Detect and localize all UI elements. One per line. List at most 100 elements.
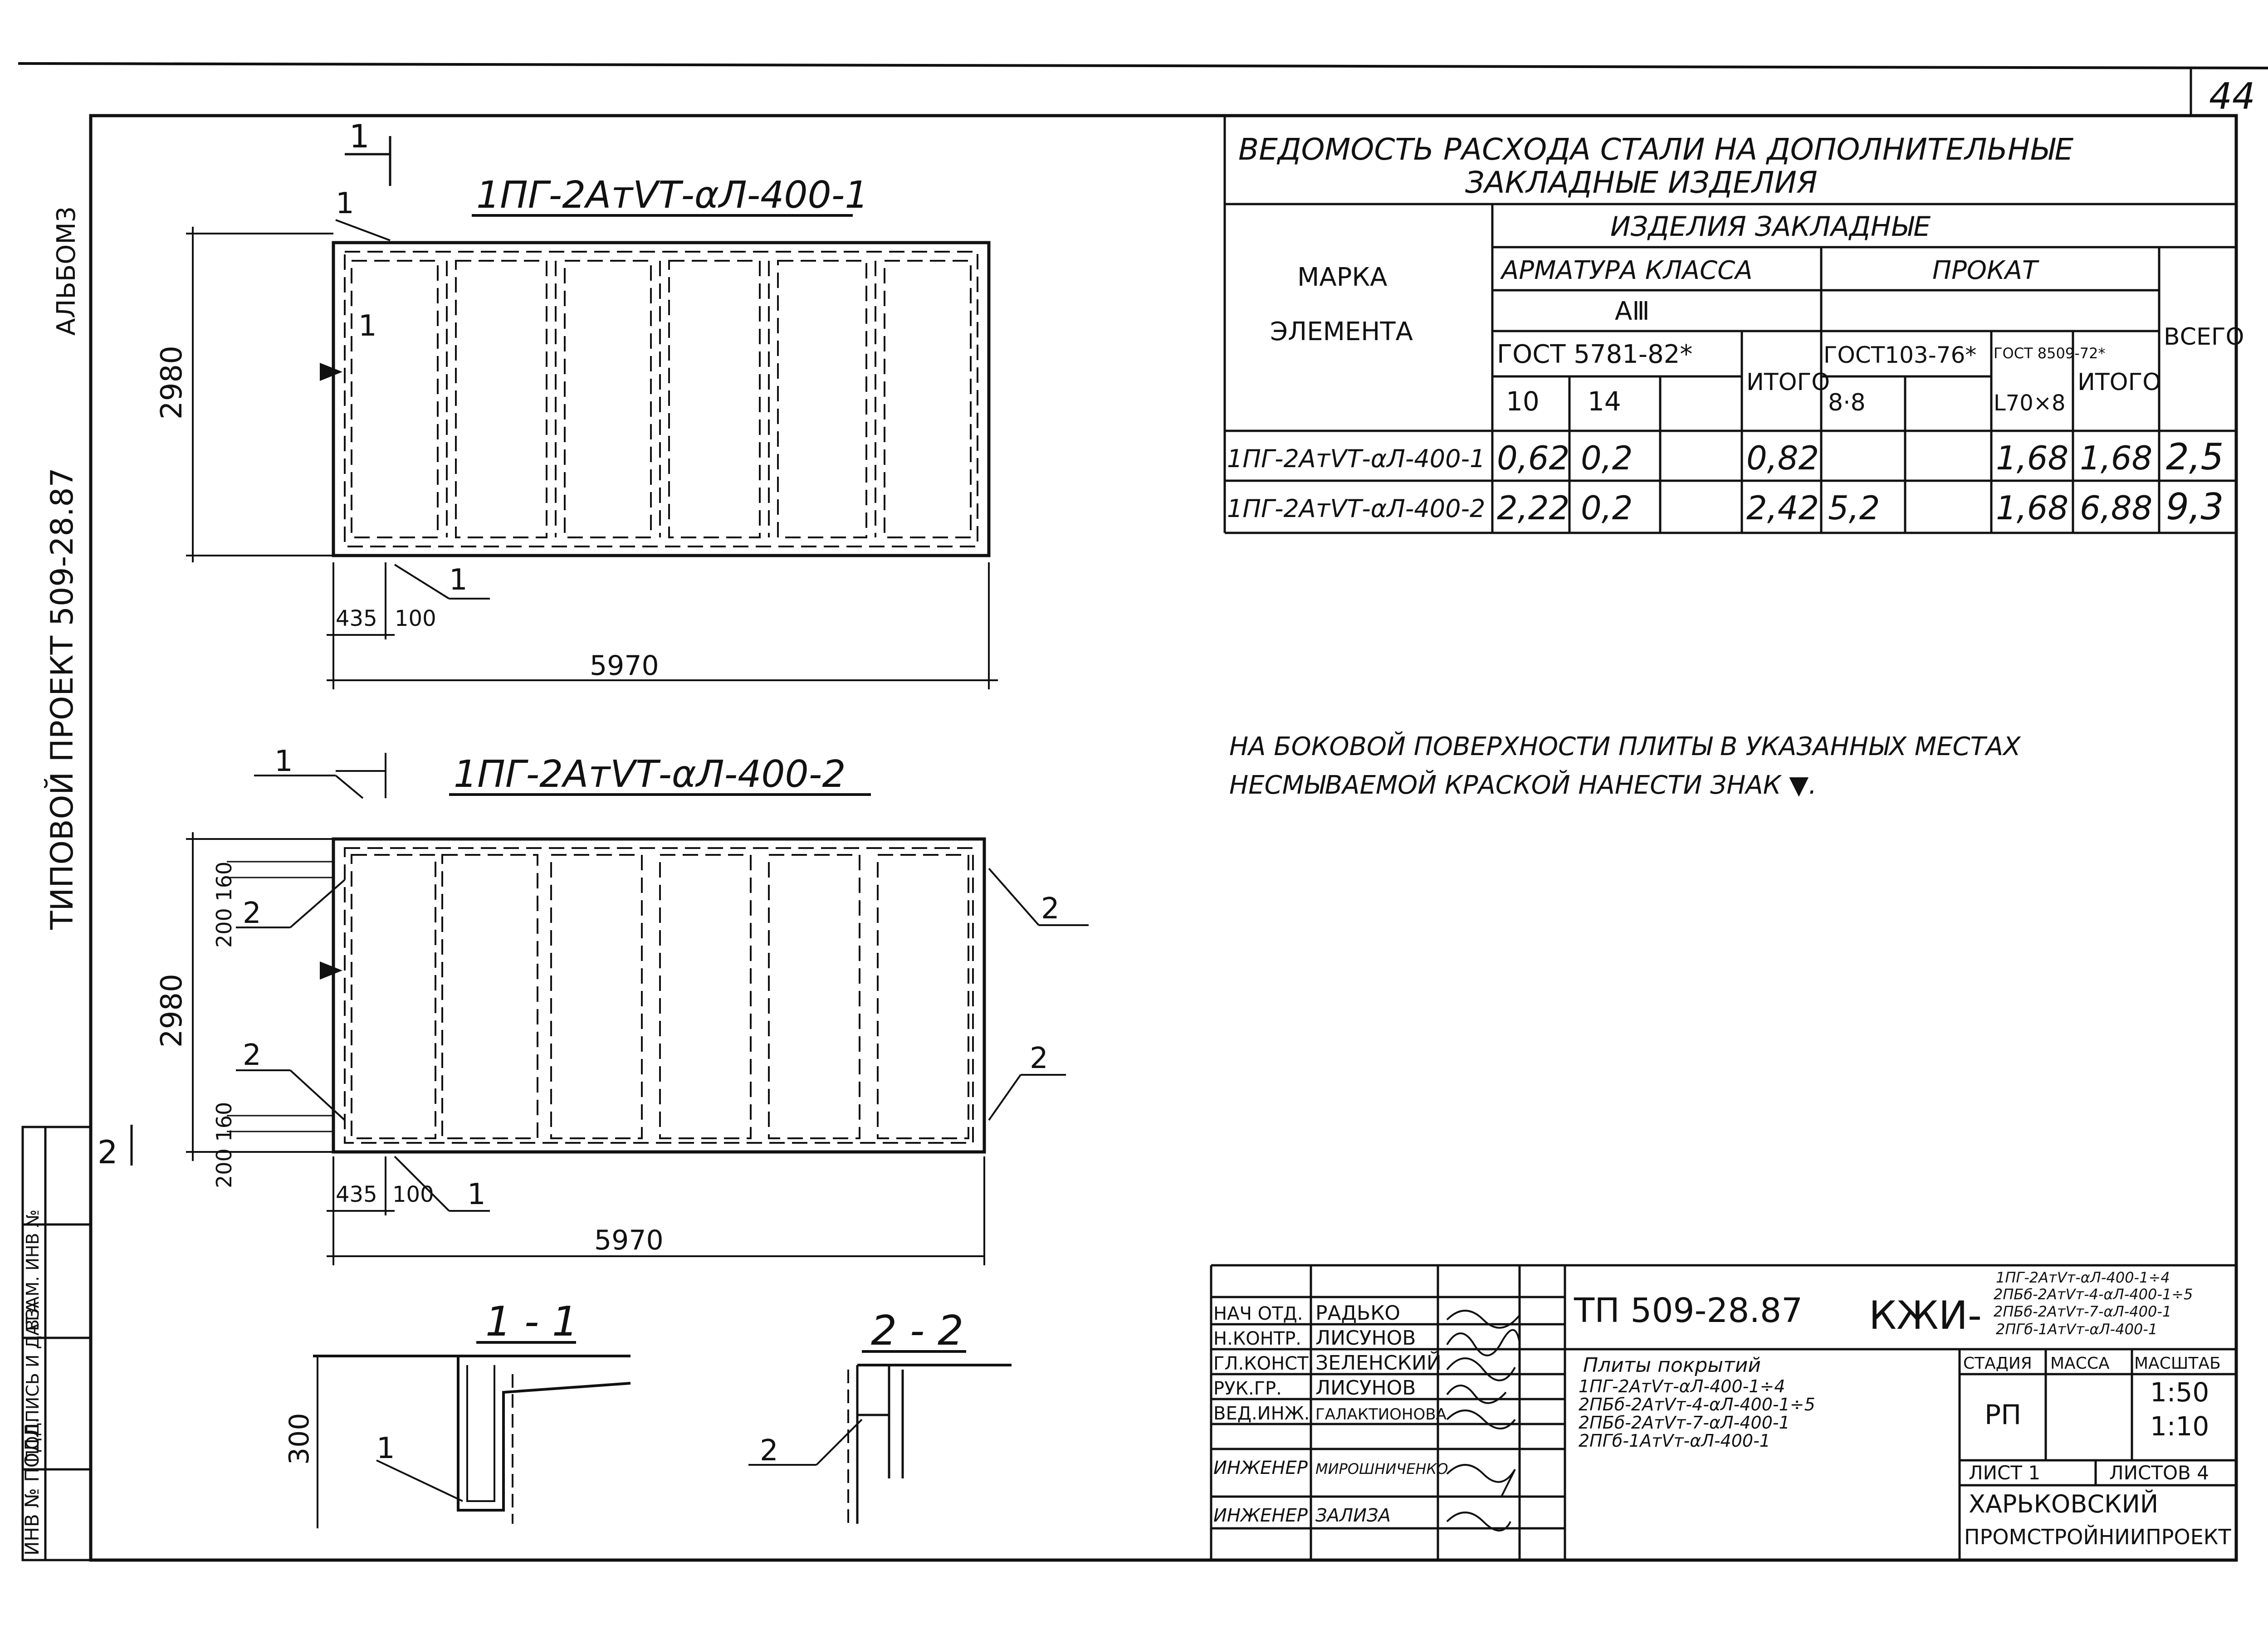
table-row: 1ПГ-2АтVТ-αЛ-400-2 2,22 0,2 2,42 5,2 1,6… — [1227, 486, 2224, 528]
staff-name: ЗЕЛЕНСКИЙ — [1315, 1351, 1442, 1375]
description-line-2: 1ПГ-2АтVт-αЛ-400-1÷4 — [1579, 1376, 1785, 1396]
staff-role: РУК.ГР. — [1213, 1378, 1282, 1399]
staff-role: ВЕД.ИНЖ. — [1213, 1403, 1310, 1424]
sheet-number: 44 — [2209, 75, 2255, 117]
staff-name: МИРОШНИЧЕНКО — [1315, 1460, 1448, 1478]
stamp-sign-label: ПОДПИСЬ И ДАТА — [23, 1302, 43, 1463]
table-rebar-class: AⅢ — [1615, 297, 1650, 326]
title-doc-type: КЖИ- — [1869, 1293, 1982, 1338]
table-rolled-gost2: ГОСТ 8509-72* — [1994, 345, 2105, 362]
section-1-item: 1 — [376, 1432, 395, 1465]
table-col-mark-1: МАРКА — [1297, 263, 1387, 292]
table-sub-l70: L70×8 — [1994, 390, 2066, 416]
description-line-5: 2ПГб-1АтVт-αЛ-400-1 — [1579, 1431, 1770, 1451]
left-stamp-strip — [21, 1126, 92, 1561]
scale-value-1: 1:50 — [2150, 1377, 2209, 1408]
stage-value: РП — [1984, 1399, 2021, 1431]
scale-label: МАСШТАБ — [2134, 1354, 2221, 1373]
staff-name: РАДЬКО — [1315, 1302, 1400, 1325]
plate-2-callout-1-top: 1 — [274, 745, 293, 778]
plate-1-section-mark-inner: 1 — [358, 309, 377, 343]
section-1-height: 300 — [284, 1413, 315, 1465]
plate-2-callout-1-bottom: 1 — [467, 1178, 486, 1211]
staff-role: ГЛ.КОНСТ. — [1213, 1353, 1314, 1374]
table-col-mark-2: ЭЛЕМЕНТА — [1270, 317, 1413, 346]
scale-value-2: 1:10 — [2150, 1411, 2209, 1442]
mass-label: МАССА — [2050, 1354, 2110, 1373]
plate-1-mark-triangle — [320, 363, 342, 381]
row-2-s88: 5,2 — [1828, 489, 1880, 527]
staff-name: ЗАЛИЗА — [1315, 1505, 1391, 1526]
staff-role: НАЧ ОТД. — [1213, 1303, 1303, 1324]
row-2-d14: 0,2 — [1581, 489, 1633, 527]
row-1-d10: 0,62 — [1497, 439, 1569, 477]
row-2-mark: 1ПГ-2АтVТ-αЛ-400-2 — [1227, 494, 1485, 523]
row-2-d10: 2,22 — [1497, 489, 1569, 527]
stamp-replace-label: ВЗАМ. ИНВ № — [23, 1210, 43, 1331]
title-code: ТП 509-28.87 — [1574, 1291, 1803, 1330]
plate-1-section-mark-top: 1 — [349, 118, 370, 155]
section-2-item: 2 — [760, 1434, 778, 1468]
sheets-label: ЛИСТОВ 4 — [2109, 1462, 2209, 1484]
top-rule — [18, 62, 2268, 69]
doc-mark-3: 2ПБб-2АтVт-7-αЛ-400-1 — [1994, 1303, 2171, 1320]
row-2-rebar-total: 2,42 — [1746, 489, 1819, 527]
doc-mark-2: 2ПБб-2АтVт-4-αЛ-400-1÷5 — [1994, 1286, 2193, 1303]
plate-2-callout-2-right-bottom: 2 — [1030, 1042, 1048, 1075]
plate-2-title: 1ПГ-2АтVТ-αЛ-400-2 — [454, 753, 846, 796]
description-line-3: 2ПБб-2АтVт-4-αЛ-400-1÷5 — [1579, 1395, 1815, 1415]
table-group-header: ИЗДЕЛИЯ ЗАКЛАДНЫЕ — [1610, 211, 1931, 243]
doc-mark-1: 1ПГ-2АтVт-αЛ-400-1÷4 — [1996, 1269, 2170, 1286]
table-title-line2: ЗАКЛАДНЫЕ ИЗДЕЛИЯ — [1465, 165, 1818, 200]
row-1-rolled-total: 1,68 — [2080, 439, 2152, 477]
section-1-1: 1 - 1 300 1 — [284, 1298, 631, 1528]
staff-name: ЛИСУНОВ — [1315, 1376, 1416, 1400]
section-1-title: 1 - 1 — [485, 1298, 578, 1346]
section-2-2: 2 - 2 2 — [748, 1307, 1012, 1528]
table-grand-total-label: ВСЕГО — [2164, 323, 2244, 351]
table-sub-8x8: 8·8 — [1828, 389, 1866, 416]
table-rolled-header: ПРОКАТ — [1932, 256, 2039, 285]
album-label: АЛЬБОМ3 — [52, 206, 81, 336]
plate-2-dim-top: 200 160 — [212, 862, 236, 948]
plate-1-width-dim: 5970 — [590, 650, 659, 682]
row-1-rebar-total: 0,82 — [1746, 439, 1819, 477]
table-row: 1ПГ-2АтVТ-αЛ-400-1 0,62 0,2 0,82 1,68 1,… — [1227, 436, 2224, 478]
signatures — [1446, 1310, 1520, 1532]
staff-role: ИНЖЕНЕР — [1213, 1505, 1308, 1526]
plate-2-dim-bottom: 200 160 — [212, 1102, 236, 1188]
org-line-2: ПРОМСТРОЙНИИПРОЕКТ — [1964, 1525, 2231, 1549]
plate-1-title: 1ПГ-2АтVТ-αЛ-400-1 — [476, 174, 868, 217]
stamp-inv-label: ИНВ № ПОДЛ. — [21, 1417, 43, 1556]
plate-1-height-dim: 2980 — [155, 346, 189, 419]
plate-2-dim-100: 100 — [392, 1182, 434, 1207]
table-rolled-total-label: ИТОГО — [2077, 369, 2161, 396]
row-1-d14: 0,2 — [1581, 439, 1633, 477]
description-line-4: 2ПБб-2АтVт-7-αЛ-400-1 — [1579, 1413, 1790, 1433]
plate-1-callout-bottom: 1 — [449, 563, 468, 597]
plate-2-dim-435: 435 — [336, 1182, 377, 1207]
row-2-total: 9,3 — [2166, 486, 2224, 528]
staff-role: ИНЖЕНЕР — [1213, 1458, 1308, 1478]
row-1-total: 2,5 — [2166, 436, 2224, 478]
table-rebar-gost: ГОСТ 5781-82* — [1497, 340, 1692, 369]
staff-name: ГАЛАКТИОНОВА — [1315, 1405, 1447, 1424]
sheet-label: ЛИСТ 1 — [1969, 1462, 2040, 1484]
table-rebar-total-label: ИТОГО — [1746, 369, 1830, 396]
steel-table — [1223, 116, 2236, 534]
plate-2-section-mark: 2 — [98, 1134, 118, 1171]
plate-1-drawing: 1ПГ-2АтVТ-αЛ-400-1 2980 5970 435 — [155, 118, 998, 689]
plate-2-drawing: 1ПГ-2АтVТ-αЛ-400-2 2980 200 160 200 160 … — [98, 745, 1089, 1265]
section-2-title: 2 - 2 — [871, 1307, 963, 1355]
org-line-1: ХАРЬКОВСКИЙ — [1969, 1490, 2158, 1518]
table-sub-10: 10 — [1506, 386, 1540, 417]
note-line-2: НЕСМЫВАЕМОЙ КРАСКОЙ НАНЕСТИ ЗНАК ▼. — [1229, 771, 1817, 800]
table-sub-14: 14 — [1588, 386, 1621, 417]
plate-2-callout-2-left-top: 2 — [243, 897, 261, 930]
staff-list: НАЧ ОТД. РАДЬКО Н.КОНТР. ЛИСУНОВ ГЛ.КОНС… — [1213, 1302, 1448, 1526]
staff-name: ЛИСУНОВ — [1315, 1327, 1416, 1350]
row-2-rolled-total: 6,88 — [2080, 489, 2152, 527]
plate-1-dim-435: 435 — [336, 606, 377, 631]
plate-1-dim-100: 100 — [395, 606, 436, 631]
